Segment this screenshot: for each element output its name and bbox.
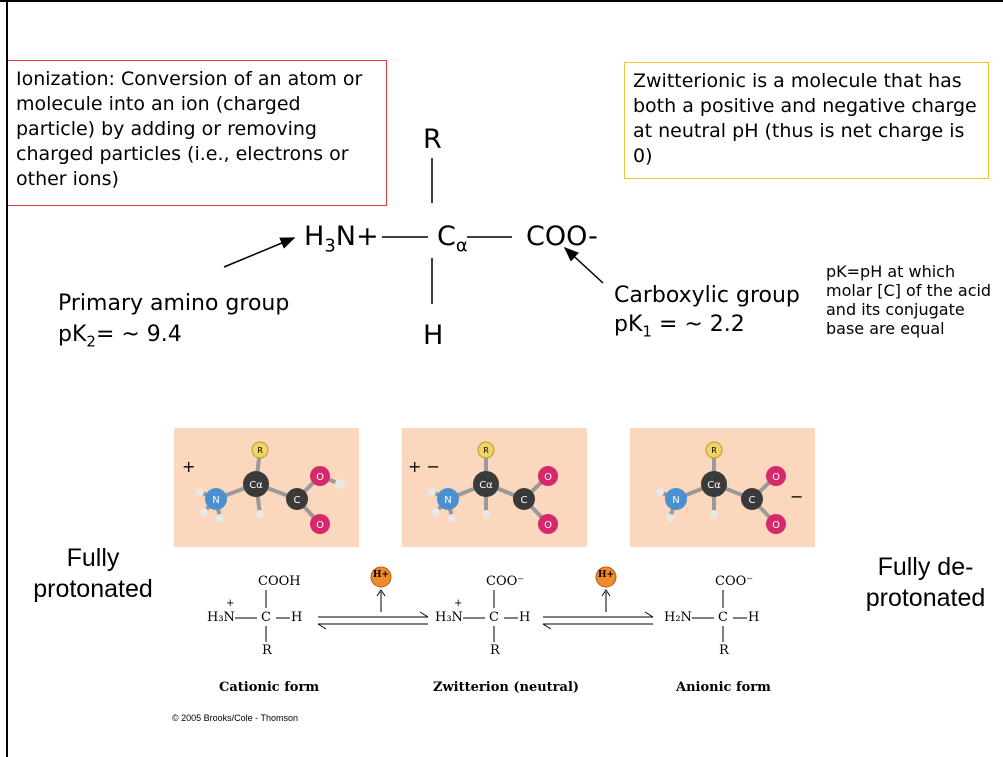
copyright-notice: © 2005 Brooks/Cole - Thomson [172, 713, 299, 723]
frame-top-border [0, 0, 1003, 2]
c-atom-label: C [749, 495, 756, 506]
zwitterionic-definition-text: Zwitterionic is a molecule that has both… [633, 70, 977, 167]
r-atom-label: R [483, 446, 489, 455]
anionic-bottom: R [719, 643, 729, 658]
o-atom-label: O [316, 520, 324, 531]
anionic-charge: − [790, 487, 803, 506]
cationic-charge: + [182, 457, 195, 476]
ionization-definition-text: Ionization: Conversion of an atom or mol… [16, 68, 363, 190]
carboxyl-pk-subscript: 1 [642, 322, 652, 341]
zwitterion-amine: H₃N [435, 610, 463, 625]
zwitterion-form-label: Zwitterion (neutral) [433, 680, 580, 695]
cationic-top-group: COOH [258, 574, 301, 589]
ca-atom-label: Cα [707, 480, 721, 491]
ca-atom-label: Cα [479, 480, 493, 491]
carboxyl-pointer-arrow [563, 246, 604, 284]
carboxyl-group-name: Carboxylic group [614, 283, 800, 308]
fully-protonated-line1: Fully [66, 544, 120, 572]
amine-h: H [304, 221, 325, 252]
carboxyl-pk-value: = ~ 2.2 [651, 312, 745, 337]
equilibrium-arrows-2 [542, 589, 654, 630]
proton-label-1: H+ [373, 570, 390, 580]
n-atom-label: N [444, 495, 451, 506]
r-group-label: R [423, 124, 442, 155]
cationic-amine-charge: + [226, 598, 235, 609]
fully-deprotonated-label: Fully de- protonated [848, 552, 1003, 614]
amino-pk-prefix: pK [58, 322, 87, 347]
o-atom-label: O [316, 472, 324, 483]
fully-protonated-label: Fully protonated [18, 543, 168, 605]
cationic-bottom: R [262, 643, 272, 658]
anionic-model-tile: R Cα C N O O − [630, 428, 815, 547]
fully-deprotonated-line2: protonated [865, 584, 986, 612]
zwitterion-model: R Cα C N O O + − [408, 441, 558, 534]
amino-pk-subscript: 2 [86, 332, 96, 351]
o-atom-label: O [544, 472, 552, 483]
carboxyl-pk-prefix: pK [614, 312, 643, 337]
ca-atom-label: Cα [249, 480, 263, 491]
amine-subscript: 3 [324, 235, 336, 257]
cationic-form-label: Cationic form [219, 680, 320, 695]
cationic-model-tile: R Cα C N O O + [174, 428, 359, 547]
zwitterion-top-group: COO⁻ [486, 574, 525, 589]
zwitterion-center: C [489, 610, 499, 625]
zwitterion-model-tile: R Cα C N O O + − [402, 428, 587, 547]
zwitterion-amine-charge: + [454, 598, 463, 609]
anionic-form-label: Anionic form [676, 680, 771, 695]
amino-pointer-arrow [223, 237, 296, 268]
alpha-carbon-subscript: α [455, 235, 468, 257]
fully-deprotonated-line1: Fully de- [877, 553, 974, 581]
cationic-center: C [261, 610, 271, 625]
frame-left-border [6, 0, 8, 757]
amino-pk-value: = ~ 9.4 [95, 322, 182, 347]
zwitterion-charges: + − [408, 457, 440, 476]
carboxyl-group-pk: pK1 = ~ 2.2 [614, 312, 745, 340]
cationic-model: R Cα C N O O + [182, 441, 345, 534]
n-atom-label: N [672, 495, 679, 506]
cationic-amine: H₃N [207, 610, 235, 625]
c-atom-label: C [294, 495, 301, 506]
zwitterion-right: H [519, 610, 531, 625]
o-atom-label: O [544, 520, 552, 531]
zwitterion-bottom: R [490, 643, 500, 658]
o-atom-label: O [772, 520, 780, 531]
anionic-amine: H₂N [664, 610, 692, 625]
c-atom-label: C [521, 495, 528, 506]
amine-group-label: H3N+ [304, 221, 379, 256]
cationic-right: H [291, 610, 303, 625]
o-atom-label: O [772, 472, 780, 483]
hydrogen-label: H [423, 320, 444, 351]
n-atom-label: N [212, 495, 219, 506]
amino-group-pk: pK2= ~ 9.4 [58, 322, 182, 350]
fully-protonated-line2: protonated [33, 575, 153, 603]
r-atom-label: R [711, 446, 717, 455]
zwitterionic-definition-box: Zwitterionic is a molecule that has both… [624, 62, 989, 179]
amino-group-name: Primary amino group [58, 291, 290, 316]
anionic-right: H [748, 610, 760, 625]
carboxylate-label: COO- [526, 221, 598, 252]
anionic-top-group: COO⁻ [715, 574, 754, 589]
r-atom-label: R [257, 446, 263, 455]
pk-definition-text: pK=pH at which molar [C] of the acid and… [826, 262, 992, 338]
ionization-definition-box: Ionization: Conversion of an atom or mol… [8, 60, 387, 206]
equilibrium-arrows-1 [317, 589, 429, 630]
alpha-carbon-c: C [437, 221, 456, 252]
amine-n-plus: N+ [335, 221, 379, 252]
anionic-center: C [718, 610, 728, 625]
proton-label-2: H+ [598, 570, 615, 580]
alpha-carbon-label: Cα [437, 221, 468, 256]
anionic-model: R Cα C N O O − [656, 441, 803, 534]
